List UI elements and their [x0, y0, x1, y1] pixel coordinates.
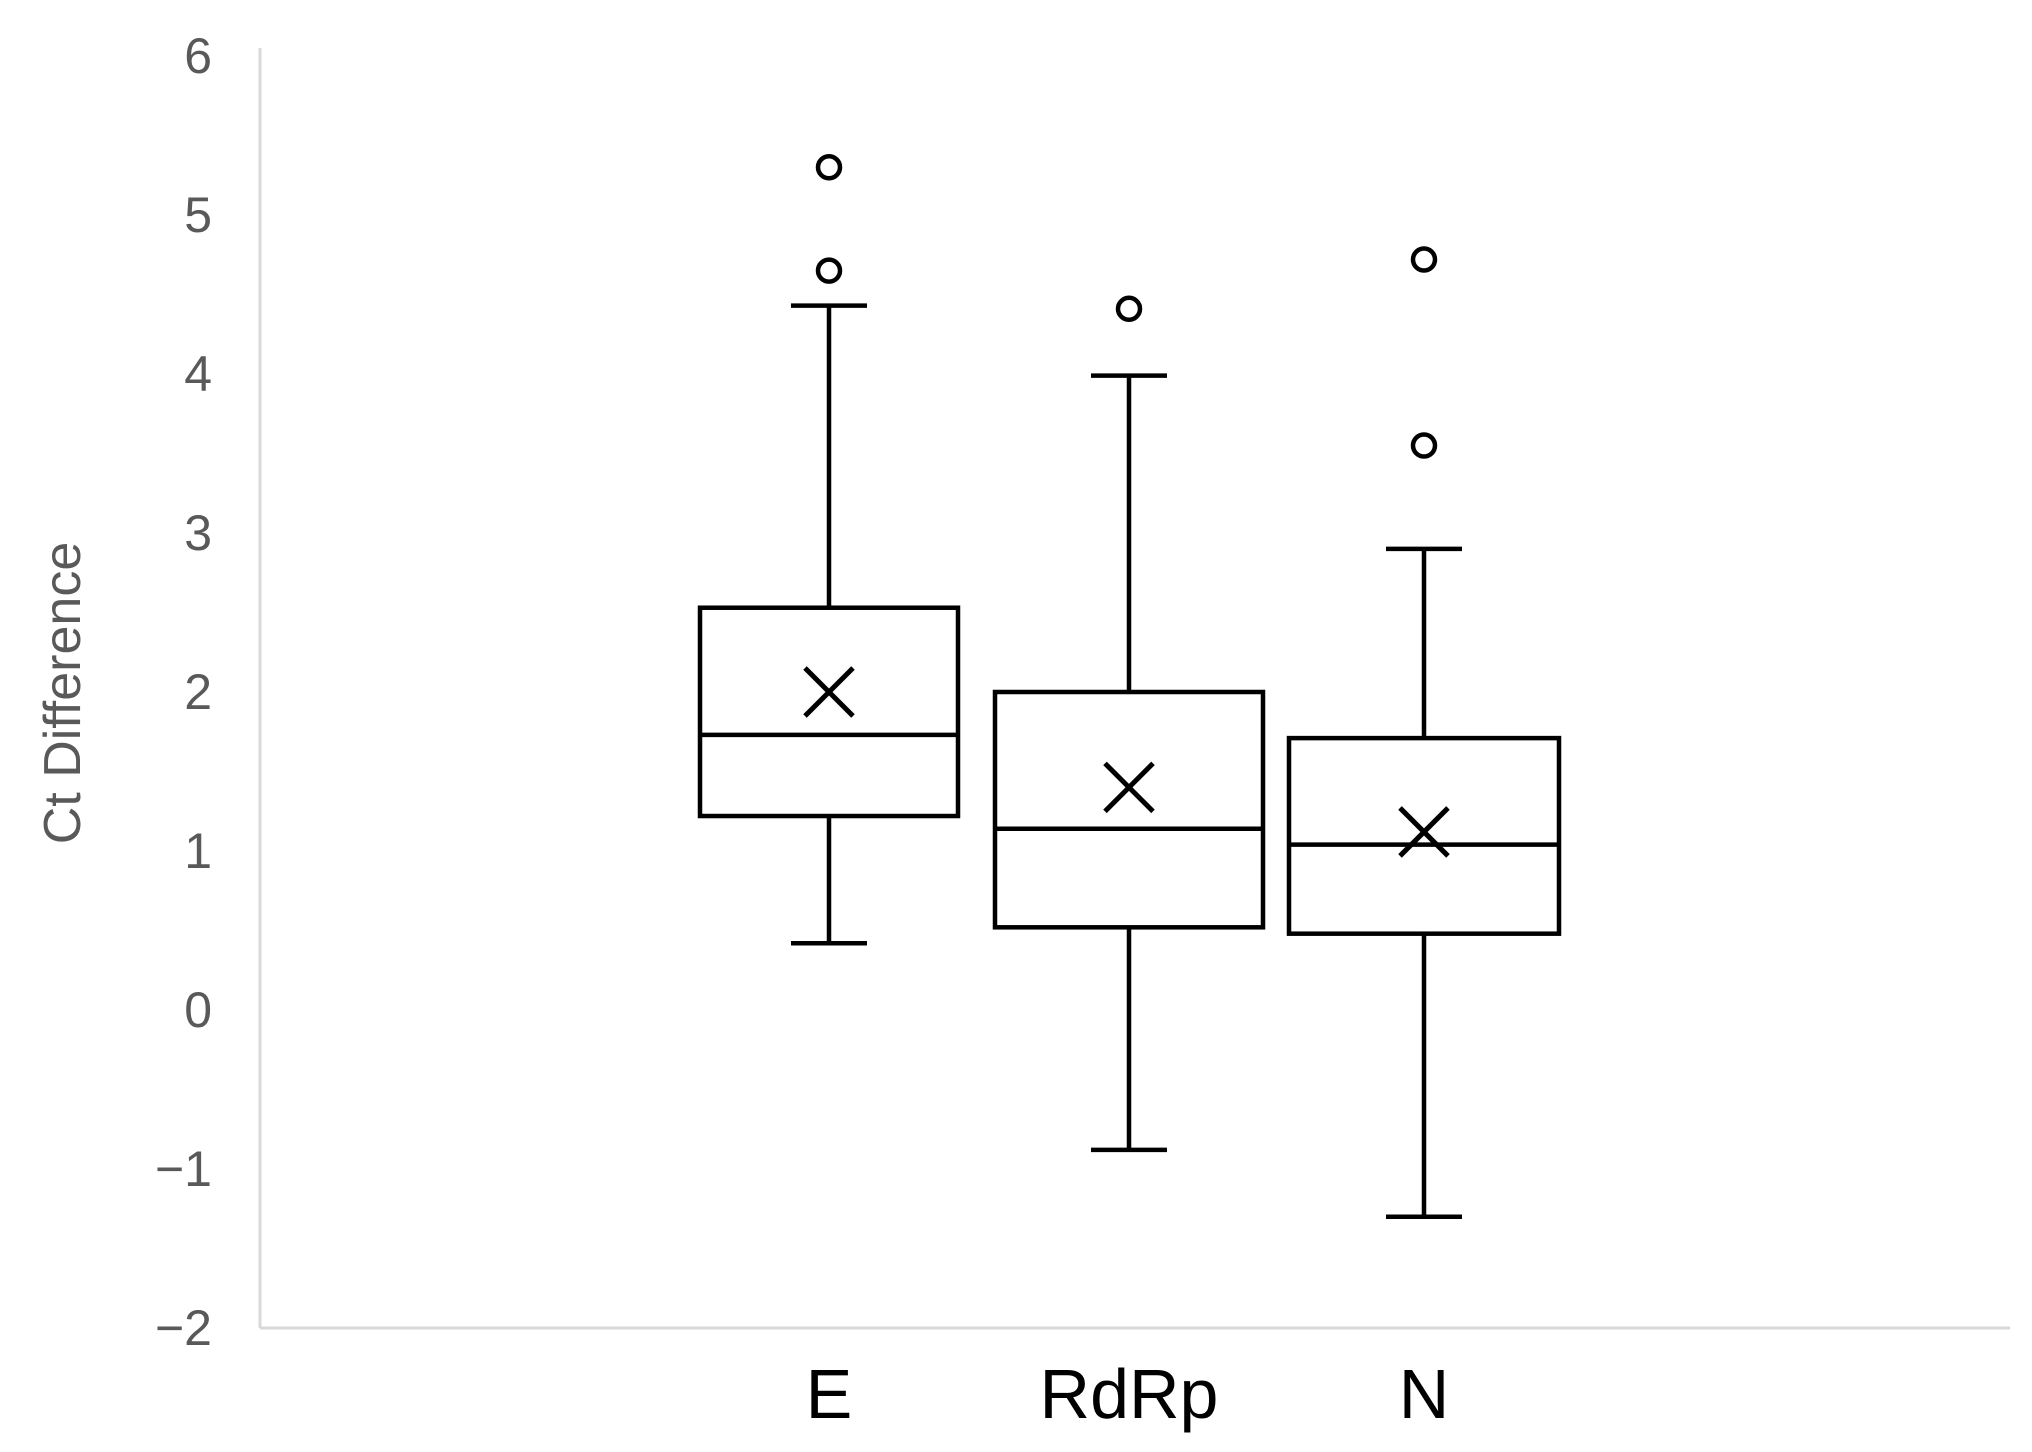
y-tick-label: 3: [184, 505, 212, 561]
box-group-n: [1286, 246, 1562, 1219]
mean-marker: [1103, 761, 1155, 814]
axes-layer: −2 −1 0 1 2 3 4 5 6E RdRp N: [155, 28, 2010, 1433]
outlier-point: [815, 257, 843, 284]
y-tick-label: 4: [184, 346, 212, 402]
boxes-layer: [697, 154, 1562, 1219]
y-tick-label: −1: [155, 1141, 212, 1197]
iqr-box: [1286, 735, 1562, 936]
outlier-point: [1410, 432, 1438, 459]
box-group-rdrp: [992, 295, 1266, 1153]
y-axis-title: Ct Difference: [34, 542, 92, 845]
y-tick-label: 6: [184, 28, 212, 84]
outlier-point: [1410, 246, 1438, 273]
y-tick-label: 0: [184, 982, 212, 1038]
x-category-label: N: [1399, 1355, 1450, 1433]
box-group-e: [697, 154, 961, 946]
iqr-box: [992, 689, 1266, 930]
mean-marker: [803, 666, 855, 718]
iqr-box: [697, 605, 961, 819]
outlier-point: [1115, 295, 1143, 323]
y-tick-label: 1: [184, 823, 212, 879]
outlier-point: [815, 154, 843, 181]
y-tick-label: 2: [184, 664, 212, 720]
y-tick-label: −2: [155, 1300, 212, 1356]
x-category-label: E: [806, 1355, 853, 1433]
mean-marker: [1398, 806, 1450, 858]
y-tick-label: 5: [184, 187, 212, 243]
x-category-label: RdRp: [1040, 1355, 1219, 1433]
